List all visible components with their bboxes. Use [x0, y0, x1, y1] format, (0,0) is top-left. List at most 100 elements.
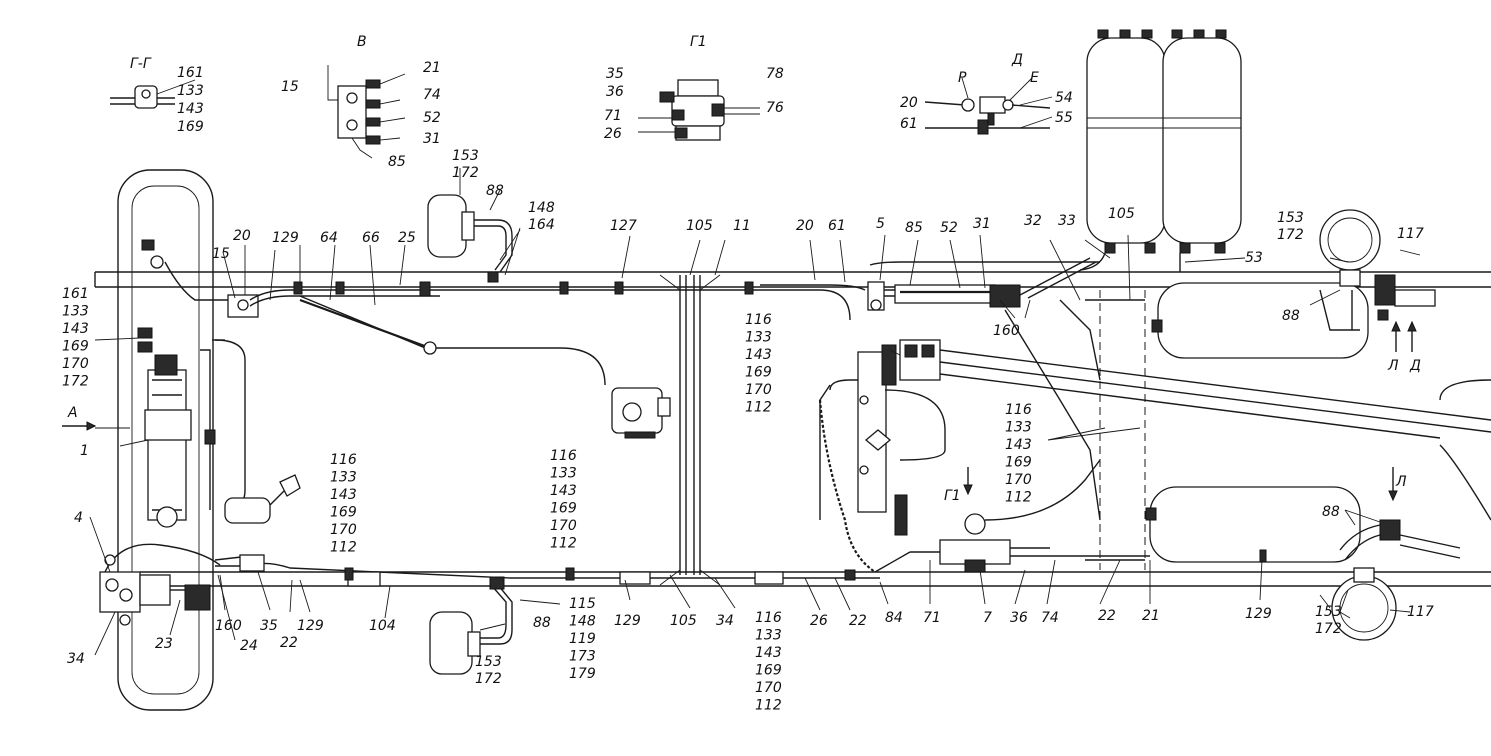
center-valve-module	[423, 341, 671, 439]
callout-64: 64	[320, 230, 338, 246]
stack-left-stack-1: 133	[62, 304, 89, 320]
callout-74a: 74	[423, 87, 441, 103]
stack-s116-d-2: 143	[1005, 437, 1032, 453]
callout-61a: 61	[900, 116, 918, 132]
middle-valve-block	[818, 339, 946, 573]
callout-23: 23	[155, 636, 173, 652]
callout-160a: 160	[993, 323, 1020, 339]
front-axle-assembly	[137, 239, 301, 528]
callout-52a: 52	[423, 110, 441, 126]
stack-s116-c-4: 170	[745, 382, 772, 398]
stack-s116-c-1: 133	[745, 330, 772, 346]
air-tank-upper-horizontal	[1151, 282, 1369, 359]
stack-left-stack-3: 169	[62, 339, 89, 355]
stack-s115-4: 179	[569, 666, 596, 682]
stack-s153-172-br-0: 153	[1315, 604, 1342, 620]
callout-26b: 26	[810, 613, 828, 629]
callout-36a: 36	[606, 84, 624, 100]
lower-front-brake	[99, 543, 221, 626]
stack-s116-d-4: 170	[1005, 472, 1032, 488]
callout-22a: 22	[280, 635, 298, 651]
lower-brake-chamber	[429, 576, 513, 675]
stack-left-stack-2: 143	[62, 321, 89, 337]
callout-21a: 21	[423, 60, 441, 76]
callout-24: 24	[240, 638, 258, 654]
callout-33: 33	[1058, 213, 1076, 229]
callout-105a: 105	[686, 218, 713, 234]
stack-s116-e-1: 133	[755, 628, 782, 644]
stack-s153-172-bl-0: 153	[475, 654, 502, 670]
callout-31a: 31	[423, 131, 441, 147]
callout-129c: 129	[614, 613, 641, 629]
rear-brake-lower	[1331, 519, 1461, 641]
upper-brake-chamber	[427, 194, 513, 273]
callout-85a: 85	[388, 154, 406, 170]
callout-88a: 88	[486, 183, 504, 199]
callout-15b: 15	[212, 246, 230, 262]
callout-15a: 15	[281, 79, 299, 95]
callout-22b: 22	[849, 613, 867, 629]
stack-s153-172-rt-0: 153	[1277, 210, 1304, 226]
callout-7: 7	[983, 610, 992, 626]
view-label-a: А	[67, 405, 78, 421]
callout-20c: 20	[796, 218, 814, 234]
stack-s116-b-3: 169	[550, 501, 577, 517]
air-tanks-vertical	[1079, 29, 1242, 272]
callout-88b: 88	[1282, 308, 1300, 324]
callout-78: 78	[766, 66, 784, 82]
callout-129d: 129	[1245, 606, 1272, 622]
stack-s116-c-5: 112	[745, 400, 772, 416]
view-arrow-l-bottom: Л	[1395, 474, 1407, 490]
callout-55: 55	[1055, 110, 1073, 126]
stack-left-stack-0: 161	[62, 286, 89, 302]
stack-chamber-top-stack-1: 172	[452, 165, 479, 181]
stack-gg-stack-0: 161	[177, 65, 204, 81]
stack-s116-a-2: 143	[330, 487, 357, 503]
stack-s116-a-3: 169	[330, 505, 357, 521]
callout-p: Р	[958, 70, 967, 86]
view-label-g1: Г1	[690, 34, 707, 50]
callout-35b: 35	[260, 618, 278, 634]
callout-53: 53	[1245, 250, 1263, 266]
callout-e: Е	[1030, 70, 1039, 86]
stack-gg-stack-3: 169	[177, 119, 204, 135]
stack-s115-1: 148	[569, 614, 596, 630]
stack-s153-172-rt-1: 172	[1277, 227, 1304, 243]
view-labels: Г-Г В Г1 Д А Г1 Л Д Л	[67, 34, 1421, 504]
stack-s116-b-1: 133	[550, 466, 577, 482]
callout-36b: 36	[1010, 610, 1028, 626]
stack-s116-e-0: 116	[755, 610, 782, 626]
callout-labels: Р Е 15 21 74 52 31 85 35 36 71 26 78 76 …	[67, 60, 1434, 667]
stack-s116-b-0: 116	[550, 448, 577, 464]
callout-26a: 26	[604, 126, 622, 142]
callout-34b: 34	[716, 613, 734, 629]
stack-left-stack-4: 170	[62, 356, 89, 372]
callout-34a: 34	[67, 651, 85, 667]
callout-104: 104	[369, 618, 396, 634]
view-arrows	[62, 320, 1417, 502]
detail-gg	[110, 79, 196, 109]
callout-160b: 160	[215, 618, 242, 634]
stacked-callouts: 1611331431691611331431691701721531721481…	[62, 65, 1342, 714]
callout-20a: 20	[900, 95, 918, 111]
stack-s116-d-1: 133	[1005, 420, 1032, 436]
leader-lines	[89, 77, 1421, 656]
callout-117a: 117	[1397, 226, 1424, 242]
detail-v	[327, 65, 406, 159]
stack-s116-b-4: 170	[550, 518, 577, 534]
callout-61b: 61	[828, 218, 846, 234]
stack-s116-e-2: 143	[755, 645, 782, 661]
stack-s116-d-0: 116	[1005, 402, 1032, 418]
callout-88c: 88	[533, 615, 551, 631]
stack-s148-164-1: 164	[528, 217, 555, 233]
stack-left-stack-5: 172	[62, 374, 89, 390]
callout-66: 66	[362, 230, 380, 246]
callout-105b: 105	[1108, 206, 1135, 222]
stack-s153-172-bl-1: 172	[475, 671, 502, 687]
callout-129b: 129	[297, 618, 324, 634]
detail-d	[924, 96, 1051, 135]
callout-25: 25	[398, 230, 416, 246]
callout-127: 127	[610, 218, 637, 234]
callout-1: 1	[80, 443, 89, 459]
